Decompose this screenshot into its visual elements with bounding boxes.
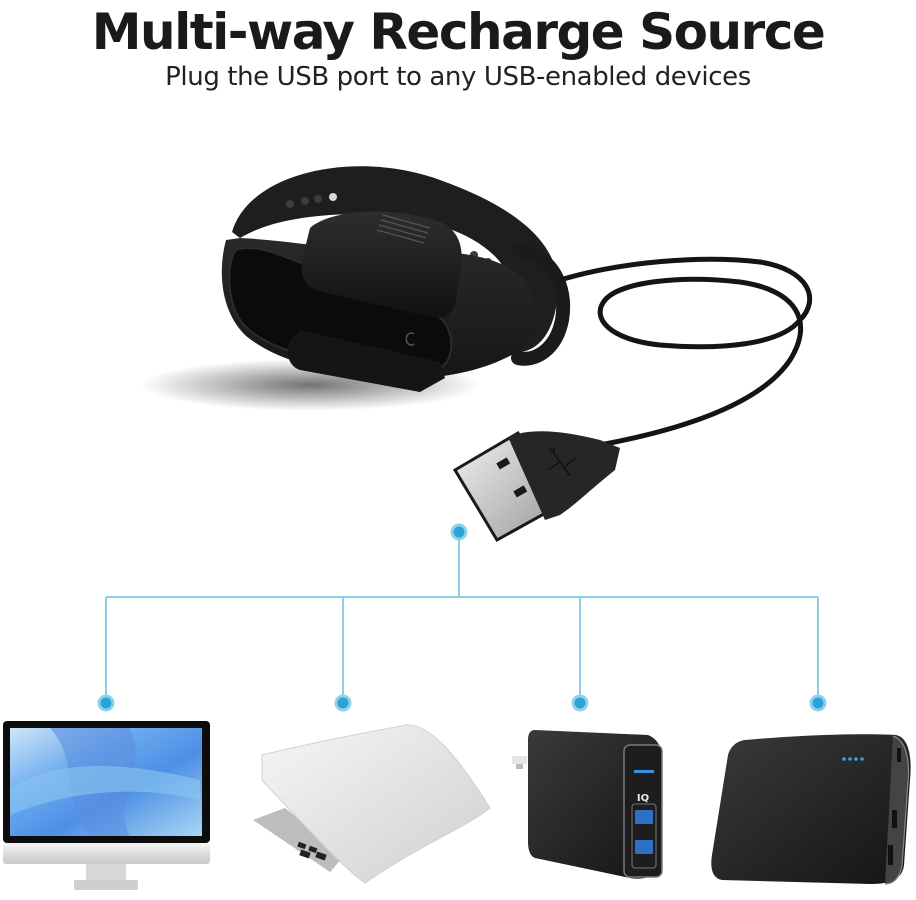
target-node-desktop — [97, 694, 115, 712]
connector-tree — [97, 523, 827, 712]
band-keeper — [511, 243, 571, 366]
target-node-power-bank — [809, 694, 827, 712]
monitor-stand-neck — [86, 864, 126, 881]
connector-lines — [105, 532, 819, 703]
wall-charger-icon: IQ — [512, 730, 663, 879]
charger-iq-label: IQ — [637, 793, 649, 804]
target-node-laptop — [334, 694, 352, 712]
laptop-icon — [253, 724, 491, 884]
band-strap-back — [232, 166, 559, 352]
power-bank-usb-port-2 — [888, 845, 893, 865]
fitness-band-with-charger — [140, 166, 571, 411]
charging-clip — [301, 211, 462, 318]
clip-grip-lines — [376, 214, 431, 244]
power-bank-usb-port-1 — [892, 810, 897, 828]
charger-usb-port-1 — [635, 810, 653, 824]
usb-trident-icon — [547, 447, 577, 477]
charger-led — [634, 770, 654, 773]
power-bank-icon — [711, 734, 911, 885]
page-title: Multi-way Recharge Source — [91, 3, 826, 61]
monitor-chin — [3, 843, 210, 864]
tracker-touch-icon — [405, 332, 415, 346]
power-bank-micro-port — [897, 748, 901, 762]
clip-base — [287, 330, 445, 392]
page-subtitle: Plug the USB port to any USB-enabled dev… — [165, 62, 751, 92]
usb-a-plug — [452, 430, 620, 543]
usb-cable — [557, 256, 812, 448]
desktop-monitor-icon — [3, 721, 210, 890]
source-node — [450, 523, 468, 541]
power-bank-body — [711, 734, 911, 884]
laptop-keys — [297, 841, 327, 861]
target-node-charger — [571, 694, 589, 712]
charger-prong — [512, 756, 527, 764]
laptop-lid — [261, 724, 491, 884]
monitor-stand-base — [74, 880, 138, 890]
tracker-capsule — [228, 246, 453, 369]
charger-usb-port-2 — [635, 840, 653, 854]
usb-molding — [508, 431, 620, 520]
power-bank-leds — [842, 757, 864, 761]
